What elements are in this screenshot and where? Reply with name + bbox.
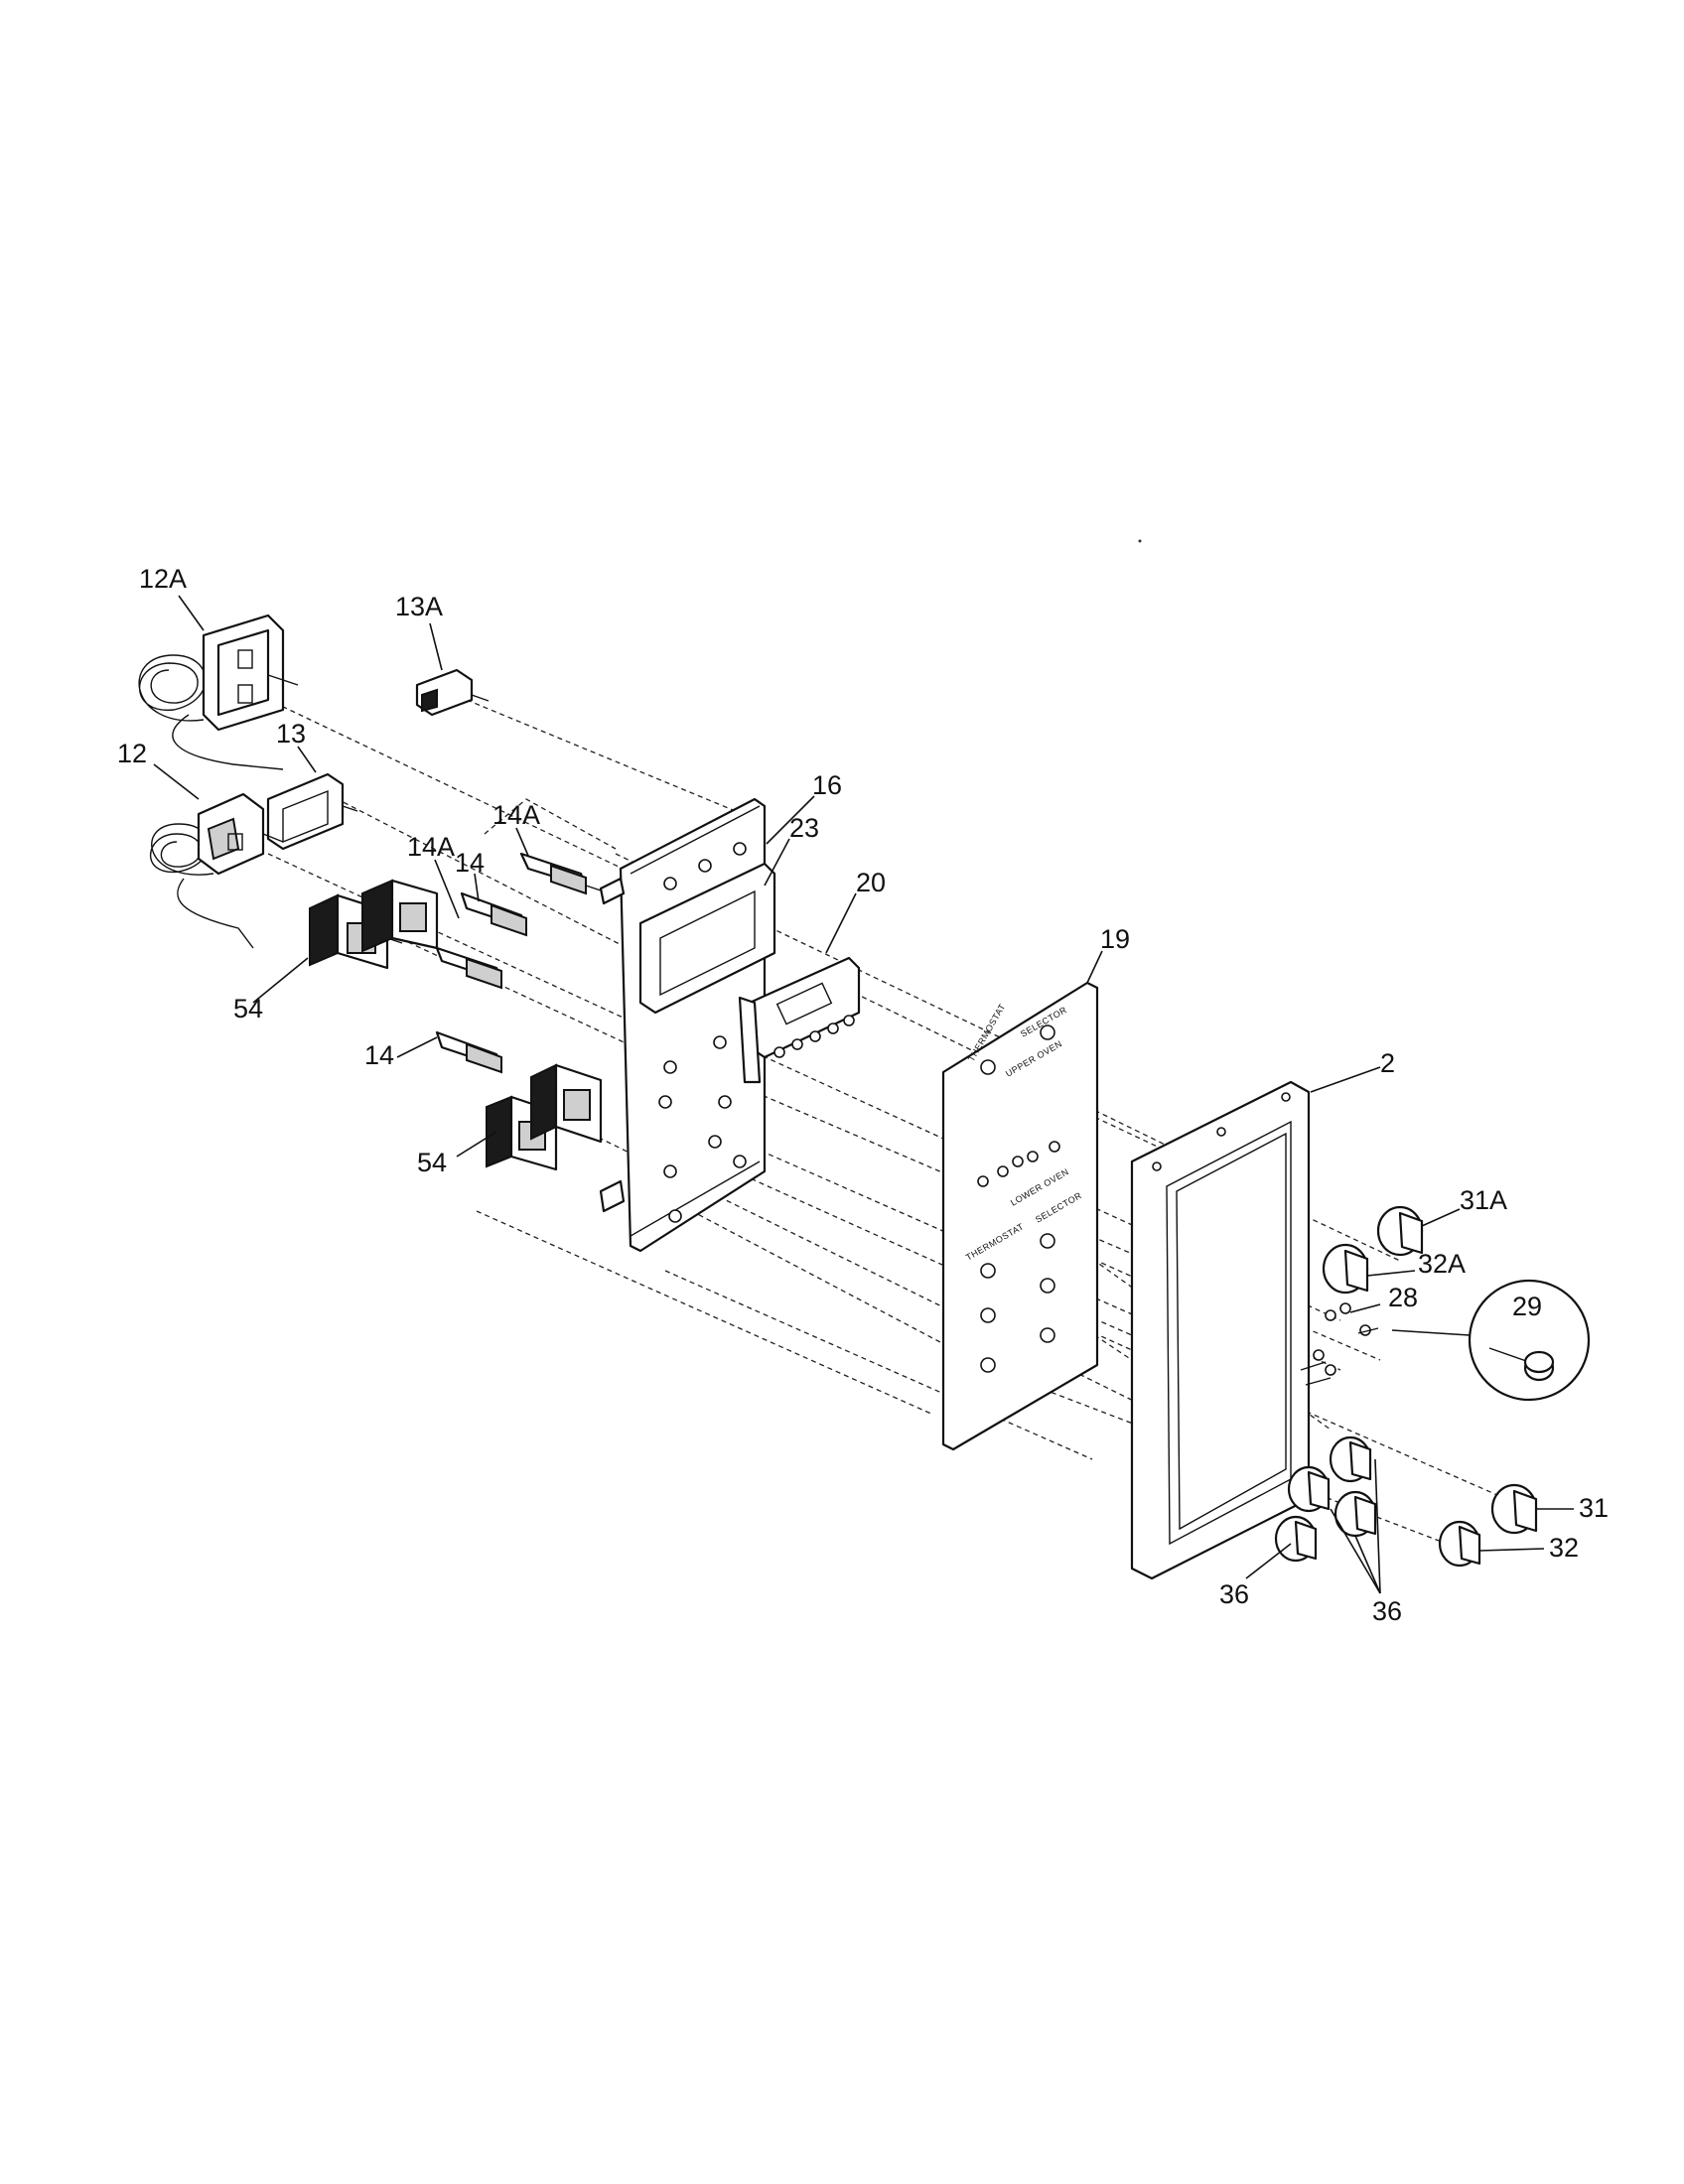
- knob-31A: [1376, 1205, 1424, 1257]
- trim-frame-2: [1130, 1080, 1311, 1580]
- knob-36-c: [1333, 1490, 1377, 1538]
- callout-13A: 13A: [395, 592, 443, 621]
- switch-13: [266, 772, 358, 851]
- callout-leader-lines: [153, 595, 1574, 1594]
- knob-31: [1490, 1483, 1538, 1535]
- callout-20: 20: [856, 868, 886, 897]
- switch-14-mid: [460, 891, 528, 937]
- callout-32: 32: [1549, 1533, 1579, 1563]
- faceplate-19: THERMOSTAT SELECTOR UPPER OVEN LOWER OVE…: [941, 981, 1099, 1451]
- callout-23: 23: [789, 813, 819, 843]
- display-frame-23: [638, 862, 776, 1015]
- detail-29-clock-knob: [1468, 1279, 1591, 1402]
- callout-19: 19: [1100, 924, 1130, 954]
- callout-14A-mid: 14A: [407, 832, 455, 862]
- knob-32: [1438, 1520, 1481, 1568]
- callout-12: 12: [117, 739, 147, 768]
- switch-14A-top: [519, 852, 602, 895]
- thermostat-12A: [138, 614, 299, 770]
- callout-labels: 12A 13A 13 12 16 23 20 14A 14A 14 54 14 …: [117, 564, 1609, 1626]
- switch-54-upper-b: [361, 879, 439, 953]
- screws-28: [1300, 1302, 1379, 1386]
- thermostat-12: [150, 792, 284, 949]
- switch-54-lower-b: [530, 1063, 603, 1144]
- callout-2: 2: [1380, 1048, 1395, 1078]
- knob-36-b: [1287, 1465, 1331, 1513]
- callout-29: 29: [1512, 1292, 1542, 1321]
- knob-36-d: [1274, 1515, 1318, 1563]
- switch-14-low: [435, 1030, 503, 1074]
- callout-36-right: 36: [1372, 1596, 1402, 1626]
- callout-31A: 31A: [1460, 1185, 1507, 1215]
- panel-bracket-16: [599, 797, 767, 1253]
- display-board-20: [738, 956, 861, 1084]
- callout-12A: 12A: [139, 564, 187, 594]
- assembly-dashed-lines: [257, 694, 1530, 1550]
- callout-32A: 32A: [1418, 1249, 1466, 1279]
- knob-36-a: [1329, 1435, 1372, 1483]
- switch-14A-mid: [435, 946, 503, 990]
- stray-dot: [1138, 539, 1142, 543]
- callout-16: 16: [812, 770, 842, 800]
- callout-14A-top: 14A: [492, 800, 540, 830]
- callout-36-left: 36: [1219, 1579, 1249, 1609]
- callout-31: 31: [1579, 1493, 1609, 1523]
- callout-28: 28: [1388, 1283, 1418, 1312]
- callout-13: 13: [276, 719, 306, 749]
- callout-14-low: 14: [364, 1040, 394, 1070]
- callout-54-top: 54: [233, 994, 263, 1024]
- callout-54-low: 54: [417, 1148, 447, 1177]
- knob-32A: [1322, 1243, 1369, 1295]
- callout-14-mid: 14: [455, 848, 485, 878]
- switch-13A: [415, 668, 490, 717]
